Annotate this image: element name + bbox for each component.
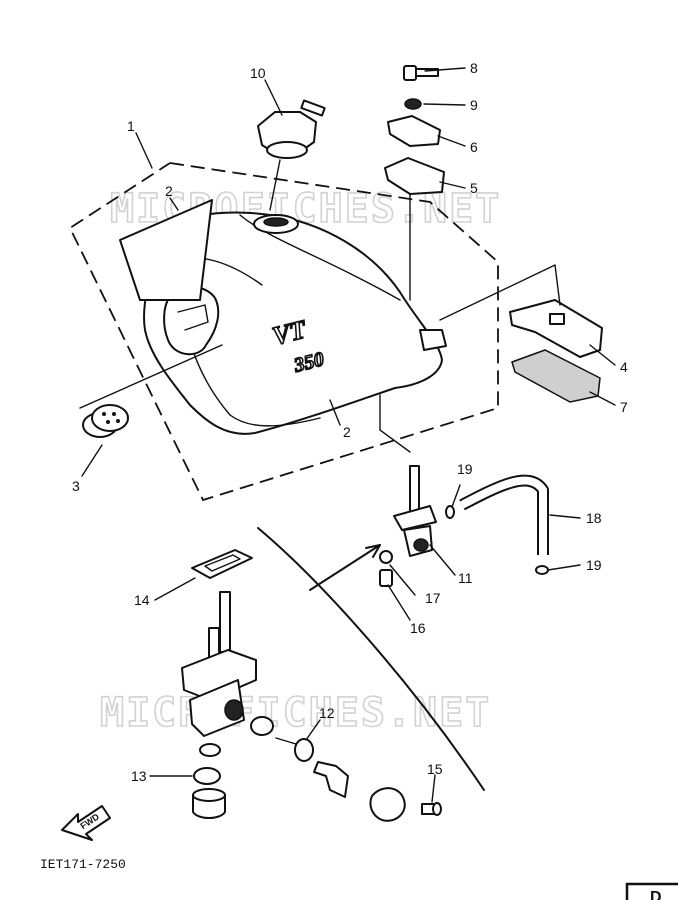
part-15-screw xyxy=(421,802,442,816)
callout-4: 4 xyxy=(620,359,628,375)
large-petcock xyxy=(181,591,257,757)
part-16-screw xyxy=(379,569,393,587)
part-4-nut xyxy=(549,313,565,325)
callout-2a: 2 xyxy=(165,183,173,199)
callout-17: 17 xyxy=(425,590,441,606)
part-14-gasket xyxy=(191,549,253,579)
part-6-plate xyxy=(387,115,441,147)
fwd-arrow-icon: FWD xyxy=(61,805,111,841)
part-2-pad xyxy=(119,199,213,301)
assembly-boundary xyxy=(68,162,499,502)
callout-14: 14 xyxy=(134,592,150,608)
corner-badge: D xyxy=(625,882,678,900)
install-arrowhead xyxy=(365,544,381,558)
callout-18: 18 xyxy=(586,510,602,526)
install-arrow xyxy=(309,544,381,591)
part-5-bracket xyxy=(384,157,445,195)
leader-tank-petcock xyxy=(379,394,411,453)
callout-6: 6 xyxy=(470,139,478,155)
part-13-oring xyxy=(193,767,221,785)
part-18-hose xyxy=(459,474,549,555)
part-17-seal xyxy=(379,550,393,564)
watermark-bottom: MICROFICHES.NET xyxy=(100,690,491,736)
leader-10-tank xyxy=(269,159,281,211)
callout-10: 10 xyxy=(250,65,266,81)
callout-3: 3 xyxy=(72,478,80,494)
callout-1: 1 xyxy=(127,118,135,134)
callout-16: 16 xyxy=(410,620,426,636)
part-3-damper xyxy=(82,404,129,438)
callout-15: 15 xyxy=(427,761,443,777)
callout-2b: 2 xyxy=(343,424,351,440)
leader-4-tank xyxy=(439,264,561,321)
callout-leaders xyxy=(81,67,616,803)
part-18-hose-inner xyxy=(460,476,547,555)
part-7-pad xyxy=(511,349,601,403)
part-19-clamp-upper xyxy=(445,505,455,519)
callout-19a: 19 xyxy=(457,461,473,477)
bracket-line xyxy=(257,527,485,791)
callout-5: 5 xyxy=(470,180,478,196)
part-13-bowl-rim xyxy=(192,788,226,802)
part-8-bolt xyxy=(403,65,439,81)
callout-12: 12 xyxy=(319,705,335,721)
leader-3-tank xyxy=(79,344,223,409)
callout-7: 7 xyxy=(620,399,628,415)
part-12-lever-set xyxy=(250,716,406,822)
part-11-petcock xyxy=(393,465,437,557)
part-10-fuel-cap xyxy=(257,99,326,159)
callout-11: 11 xyxy=(458,570,473,586)
corner-badge-label: D xyxy=(650,889,662,900)
callout-13: 13 xyxy=(131,768,147,784)
callout-19b: 19 xyxy=(586,557,602,573)
callout-9: 9 xyxy=(470,97,478,113)
fuel-tank xyxy=(143,211,447,435)
part-9-washer xyxy=(404,98,422,110)
callout-8: 8 xyxy=(470,60,478,76)
part-4-mount xyxy=(509,299,603,358)
part-19-clamp-lower xyxy=(535,565,549,575)
drawing-code: IET171-7250 xyxy=(40,857,126,872)
